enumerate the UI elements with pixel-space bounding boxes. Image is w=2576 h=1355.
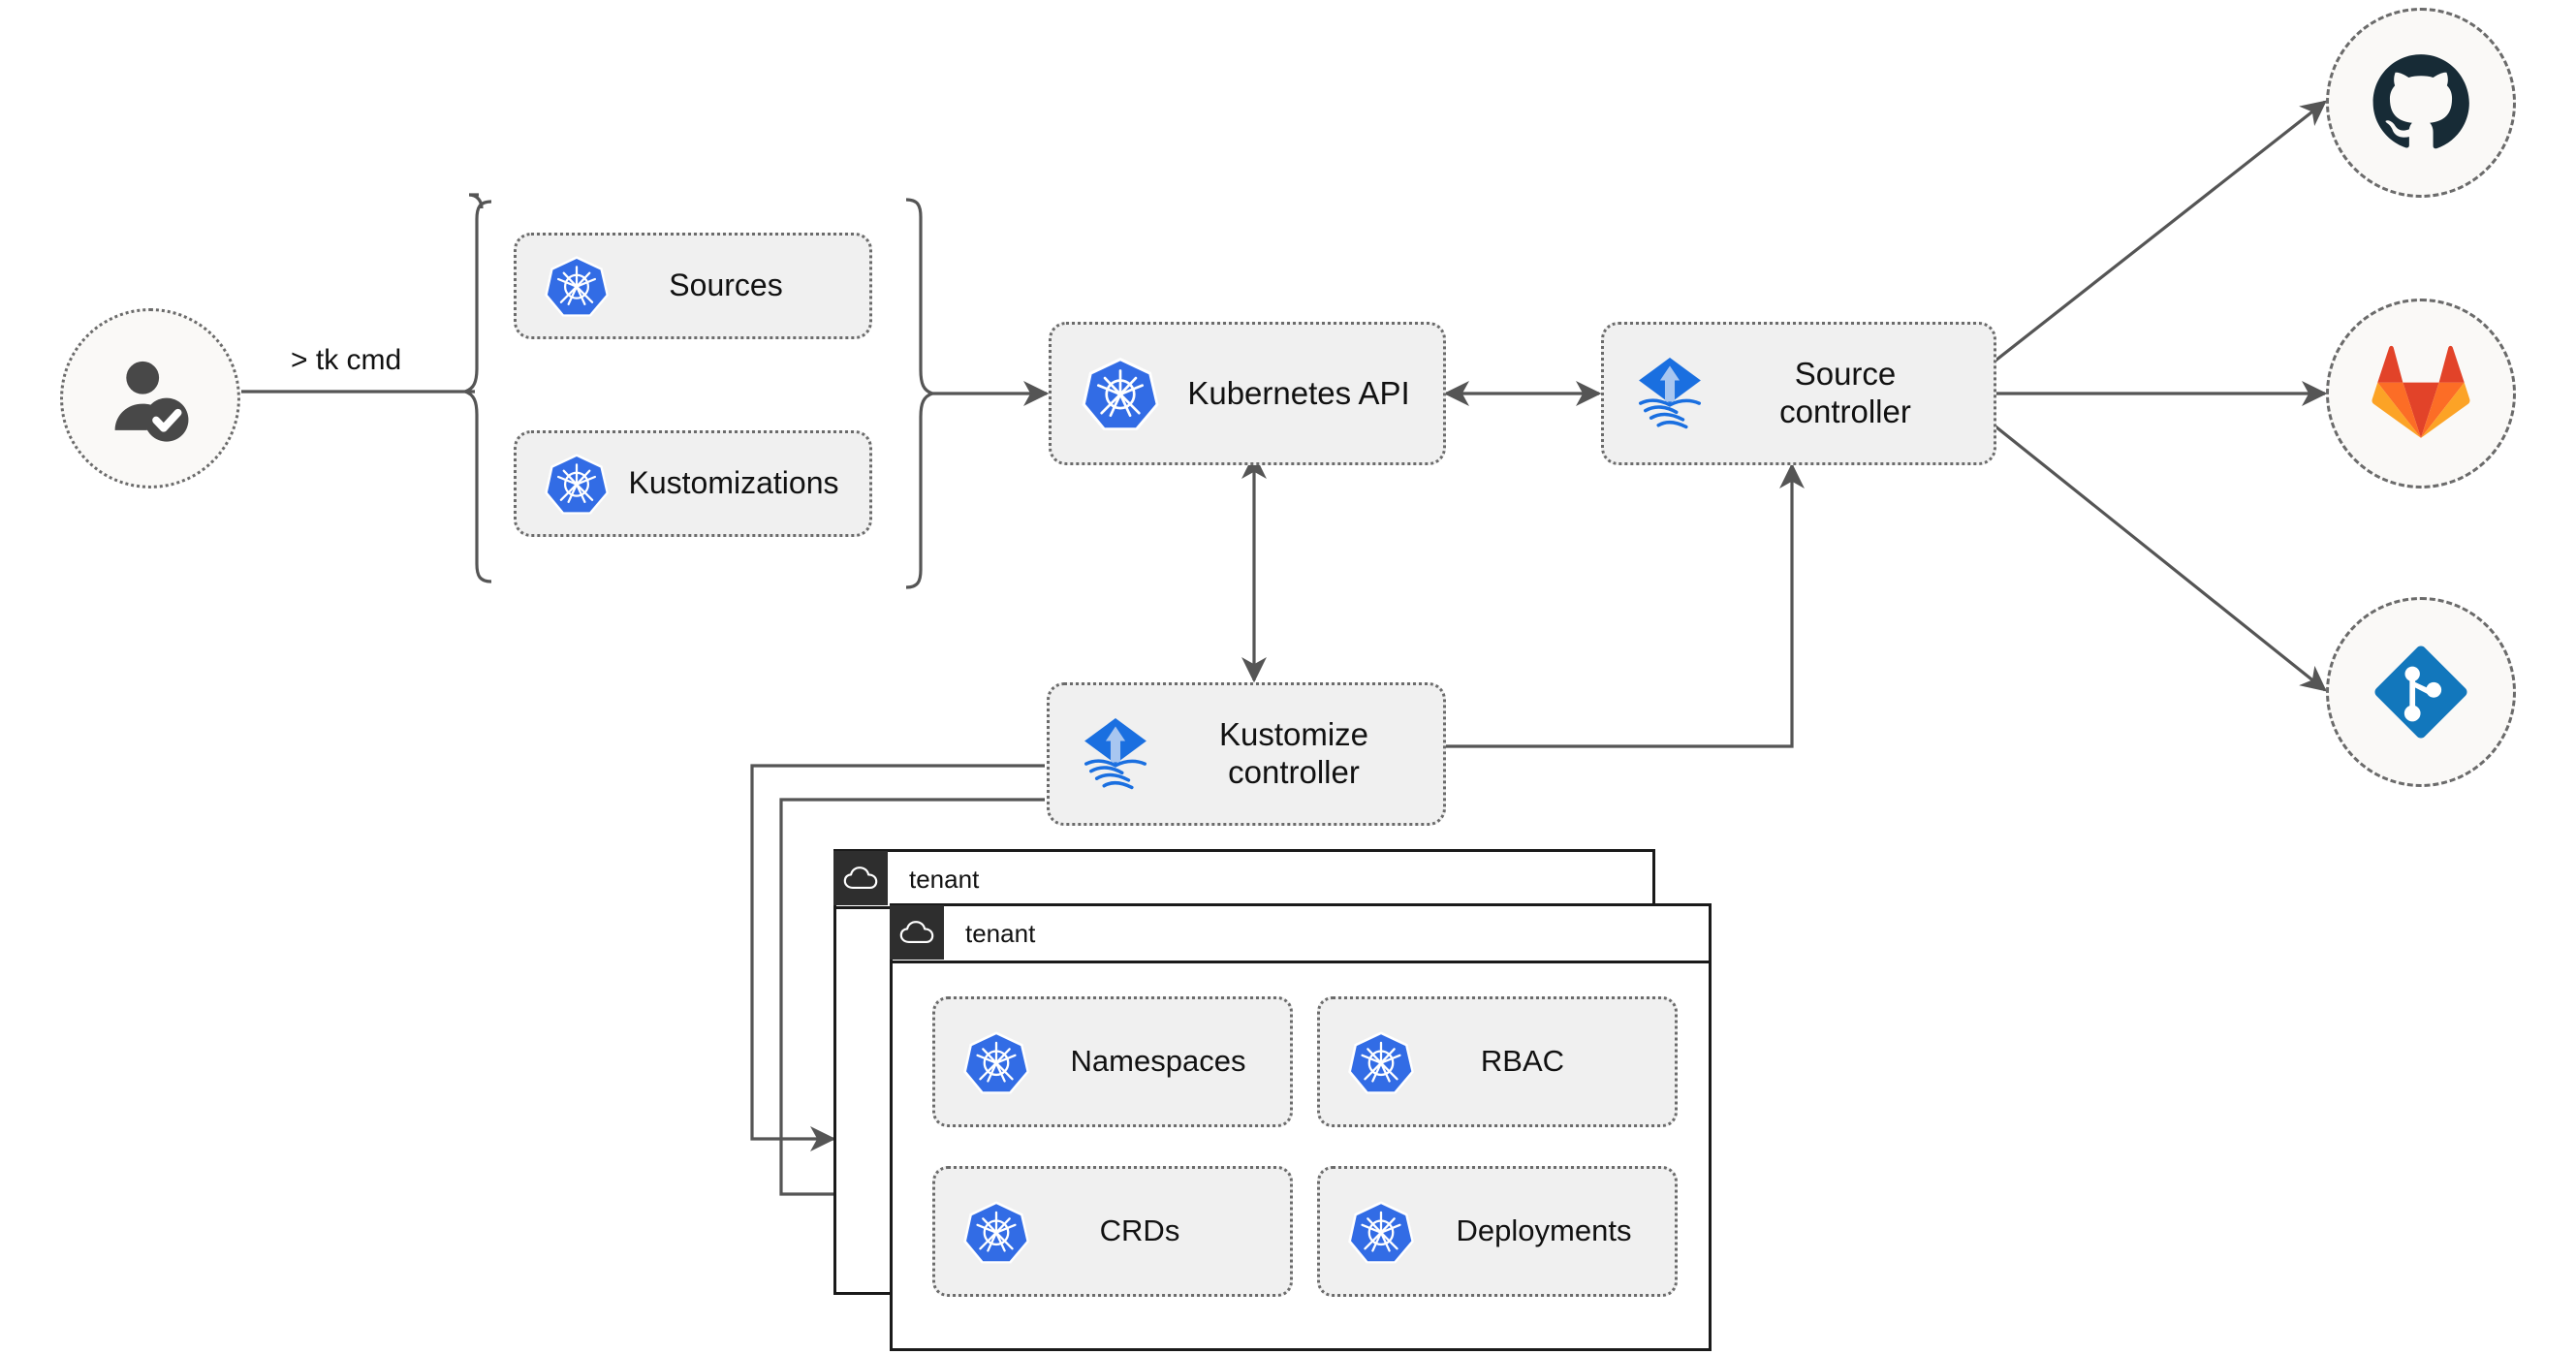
wire-kustomize-to-source: [1446, 462, 1805, 748]
node-label: Namespaces: [1070, 1044, 1246, 1079]
brace-left: [459, 200, 492, 583]
kubernetes-icon: [1334, 1027, 1429, 1097]
node-label: RBAC: [1480, 1044, 1565, 1079]
cloud-icon: [833, 850, 888, 905]
node-sources[interactable]: Sources: [514, 233, 872, 339]
node-kustomizations[interactable]: Kustomizations: [514, 430, 872, 537]
user-verified-icon: [114, 361, 189, 442]
git-icon: [2374, 646, 2467, 739]
tenant-window-front[interactable]: tenant Name: [890, 903, 1712, 1351]
brace-right: [905, 198, 938, 589]
flux-icon: [1063, 713, 1168, 795]
node-namespaces[interactable]: Namespaces: [932, 996, 1293, 1127]
tenant-title: tenant: [909, 864, 980, 894]
kubernetes-icon: [532, 450, 621, 518]
node-source-controller[interactable]: Source controller: [1601, 322, 1996, 465]
node-label: Source controller: [1779, 356, 1911, 429]
provider-gitlab[interactable]: [2326, 299, 2516, 488]
node-kubernetes-api[interactable]: Kubernetes API: [1049, 322, 1446, 465]
kubernetes-icon: [532, 252, 621, 320]
tenant-titlebar: tenant: [833, 850, 1652, 909]
cloud-icon: [890, 904, 944, 960]
kubernetes-icon: [1334, 1197, 1429, 1267]
kubernetes-icon: [949, 1027, 1044, 1097]
user-actor: [60, 308, 240, 488]
tenant-title: tenant: [965, 918, 1036, 948]
provider-git[interactable]: [2326, 597, 2516, 787]
node-label: Sources: [669, 268, 783, 303]
provider-github[interactable]: [2326, 8, 2516, 198]
wire-kustomize-to-tenant-1: [750, 764, 1045, 1151]
wire-source-to-git: [1995, 425, 2327, 692]
node-label: Kustomizations: [628, 465, 839, 501]
command-label: > tk cmd: [291, 344, 402, 376]
wire-source-to-github: [1995, 100, 2327, 362]
tenant-titlebar: tenant: [890, 904, 1709, 963]
kubernetes-icon: [949, 1197, 1044, 1267]
node-crds[interactable]: CRDs: [932, 1166, 1293, 1297]
flux-icon: [1618, 353, 1722, 434]
gitlab-icon: [2372, 345, 2470, 438]
node-kustomize-controller[interactable]: Kustomize controller: [1047, 682, 1446, 826]
node-rbac[interactable]: RBAC: [1317, 996, 1678, 1127]
kubernetes-icon: [1067, 353, 1174, 434]
node-label: Kustomize controller: [1218, 716, 1369, 790]
node-label: Deployments: [1456, 1213, 1632, 1248]
node-label: Kubernetes API: [1187, 374, 1410, 411]
github-icon: [2372, 54, 2469, 149]
node-deployments[interactable]: Deployments: [1317, 1166, 1678, 1297]
node-label: CRDs: [1099, 1213, 1180, 1248]
